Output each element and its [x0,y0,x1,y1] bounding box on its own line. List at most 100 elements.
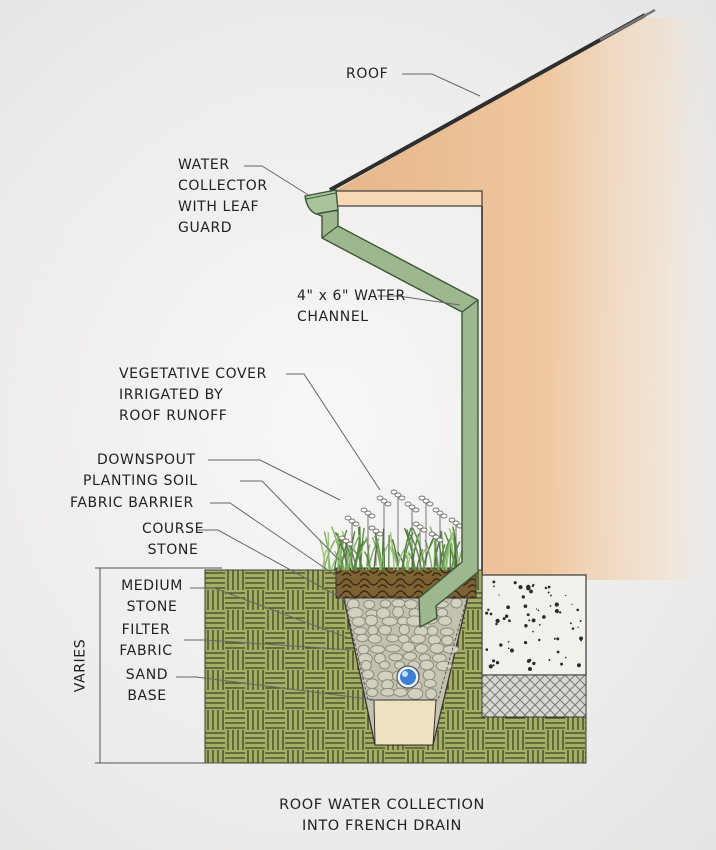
stone [402,651,418,661]
plant-leaf [436,537,444,543]
grass-blade [347,534,361,571]
stone [378,624,392,636]
stone [423,678,437,688]
stone [426,625,439,637]
stone [388,652,404,662]
caption-line: INTO FRENCH DRAIN [302,818,462,834]
plant-leaf [412,507,420,513]
concrete-speckle [485,611,489,615]
concrete-speckle [509,648,514,653]
plant-leaf [364,510,372,516]
concrete-speckle [537,609,540,612]
plant-leaf [452,520,460,526]
plant-leaf [428,531,436,537]
concrete-speckle [526,584,531,590]
label-downspout: DOWNSPOUT [97,452,196,468]
concrete-speckle [576,663,581,668]
foundation [481,574,587,718]
concrete-speckle [559,611,562,614]
concrete-speckle [508,619,511,623]
concrete-speckle [532,630,534,633]
grass-blade [406,548,415,571]
concrete-speckle [495,622,498,626]
concrete-speckle [521,595,525,599]
stone [360,659,372,671]
concrete-speckle [488,664,493,669]
plant-leaf [440,513,448,519]
concrete-speckle [528,619,531,622]
grass-blade [418,549,426,571]
stone [385,634,400,643]
stone [378,660,391,670]
label-medium-stone: MEDIUM STONE [108,576,196,618]
downspout-pipe [304,189,479,628]
grass-blade [373,545,378,571]
stone [422,669,436,681]
plant-leaf [432,534,440,540]
diagram-caption: ROOF WATER COLLECTION INTO FRENCH DRAIN [262,795,502,837]
stone [419,659,434,671]
grass-blade [406,529,415,571]
concrete-speckle [577,626,579,628]
stone [351,616,366,627]
concrete-speckle [524,624,528,628]
label-line: 4" x 6" WATER [297,288,406,304]
concrete-speckle [489,612,493,616]
stone [361,669,375,680]
plant-leaf [344,515,352,521]
grass-blade [438,544,446,571]
grass-blade [388,545,399,571]
concrete-speckle [538,638,541,642]
concrete-speckle [579,636,583,641]
stone [439,627,455,637]
label-line: COURSE [141,521,205,537]
label-line: GUARD [178,220,233,236]
label-sand-base: SAND BASE [116,665,178,707]
plant-leaf [416,524,424,530]
label-line: STONE [147,542,199,558]
concrete-speckle [492,664,495,667]
stone [414,643,429,654]
stone [381,616,398,627]
grass-blade [411,533,420,571]
concrete-speckle [547,585,551,589]
plant-leaf [346,541,354,547]
grass-blade [409,534,423,571]
label-water-channel: 4" x 6" WATER CHANNEL [297,286,406,328]
concrete-speckle [523,604,528,609]
concrete-speckle [504,614,509,618]
plant-leaf [348,518,356,524]
label-line: MEDIUM [121,578,183,594]
concrete-speckle [502,617,506,621]
label-line: VEGETATIVE COVER [119,366,267,382]
label-roof: ROOF [346,66,389,82]
concrete-speckle [549,604,552,607]
label-line: IRRIGATED BY [119,387,224,403]
stone [437,615,452,626]
stone [425,688,438,700]
grass-blade [445,534,453,571]
label-line: STONE [126,599,178,615]
label-vegetative-cover: VEGETATIVE COVER IRRIGATED BY ROOF RUNOF… [119,364,267,427]
grass-blade [330,548,343,571]
stone [392,606,405,618]
plant-leaf [422,498,430,504]
concrete-speckle [495,618,500,623]
stone [401,641,416,653]
stone [404,599,418,610]
grass-blade [449,542,452,571]
grass-blade [352,540,365,571]
drain-trench [335,567,477,746]
plant-leaf [376,531,384,537]
stone [353,626,368,636]
label-line: FABRIC [119,643,173,659]
label-line: BASE [127,688,167,704]
stone [365,678,379,690]
plant-leaf [384,501,392,507]
plant-leaf [376,495,384,501]
plant-leaf [436,510,444,516]
concrete-speckle [518,585,523,590]
concrete-speckle [553,637,556,640]
stone [379,599,392,609]
plant-leaf [432,507,440,513]
